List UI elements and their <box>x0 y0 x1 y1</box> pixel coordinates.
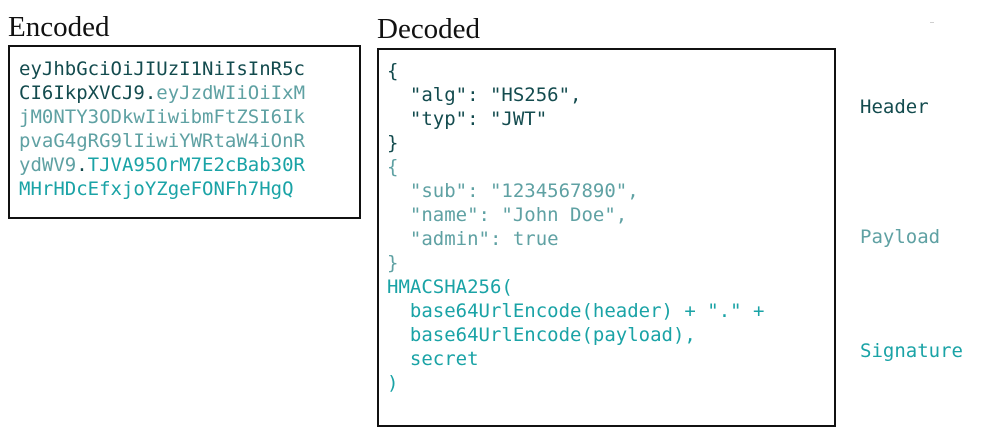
signature-label: Signature <box>860 340 963 362</box>
encoded-segment-header: CI6IkpXVCJ9 <box>19 82 145 104</box>
encoded-line: eyJhbGciOiJIUzI1NiIsInR5c <box>19 57 305 81</box>
decoded-heading: Decoded <box>377 13 481 45</box>
speck-mark <box>930 22 934 23</box>
encoded-segment-sig: TJVA95OrM7E2cBab30R <box>87 154 305 176</box>
decoded-line-payload: "name": "John Doe", <box>387 204 628 226</box>
decoded-line-sig: base64UrlEncode(payload), <box>387 324 696 346</box>
decoded-line-header: "alg": "HS256", <box>387 84 582 106</box>
decoded-token-box: { "alg": "HS256", "typ": "JWT"}{ "sub": … <box>377 48 836 427</box>
encoded-line: CI6IkpXVCJ9.eyJzdWIiOiIxM <box>19 81 305 105</box>
decoded-line-header: } <box>387 132 399 154</box>
payload-label: Payload <box>860 226 941 248</box>
encoded-segment-payload: ydWV9 <box>19 154 77 176</box>
encoded-line: pvaG4gRG9lIiwiYWRtaW4iOnR <box>19 129 305 153</box>
encoded-segment-payload: jM0NTY3ODkwIiwibmFtZSI6Ik <box>19 106 305 128</box>
encoded-segment-payload: eyJzdWIiOiIxM <box>156 82 306 104</box>
encoded-segment-sig: MHrHDcEfxjoYZgeFONFh7HgQ <box>19 178 294 200</box>
decoded-token-text: { "alg": "HS256", "typ": "JWT"}{ "sub": … <box>387 59 765 395</box>
decoded-line-sig: base64UrlEncode(header) + "." + <box>387 300 765 322</box>
decoded-line-payload: { <box>387 156 399 178</box>
decoded-line-payload: "admin": true <box>387 228 559 250</box>
encoded-line: MHrHDcEfxjoYZgeFONFh7HgQ <box>19 177 305 201</box>
encoded-segment-payload: pvaG4gRG9lIiwiYWRtaW4iOnR <box>19 130 305 152</box>
decoded-line-header: { <box>387 60 399 82</box>
decoded-line-sig: HMACSHA256( <box>387 276 513 298</box>
header-label: Header <box>860 96 929 118</box>
encoded-line: ydWV9.TJVA95OrM7E2cBab30R <box>19 153 305 177</box>
encoded-segment-header: . <box>144 82 157 104</box>
encoded-segment-header: eyJhbGciOiJIUzI1NiIsInR5c <box>19 58 305 80</box>
encoded-segment-header: . <box>76 154 88 176</box>
decoded-line-sig: secret <box>387 348 479 370</box>
encoded-line: jM0NTY3ODkwIiwibmFtZSI6Ik <box>19 105 305 129</box>
decoded-line-sig: ) <box>387 372 399 394</box>
decoded-line-payload: "sub": "1234567890", <box>387 180 639 202</box>
decoded-line-header: "typ": "JWT" <box>387 108 548 130</box>
decoded-line-payload: } <box>387 252 399 274</box>
encoded-heading: Encoded <box>8 11 110 43</box>
